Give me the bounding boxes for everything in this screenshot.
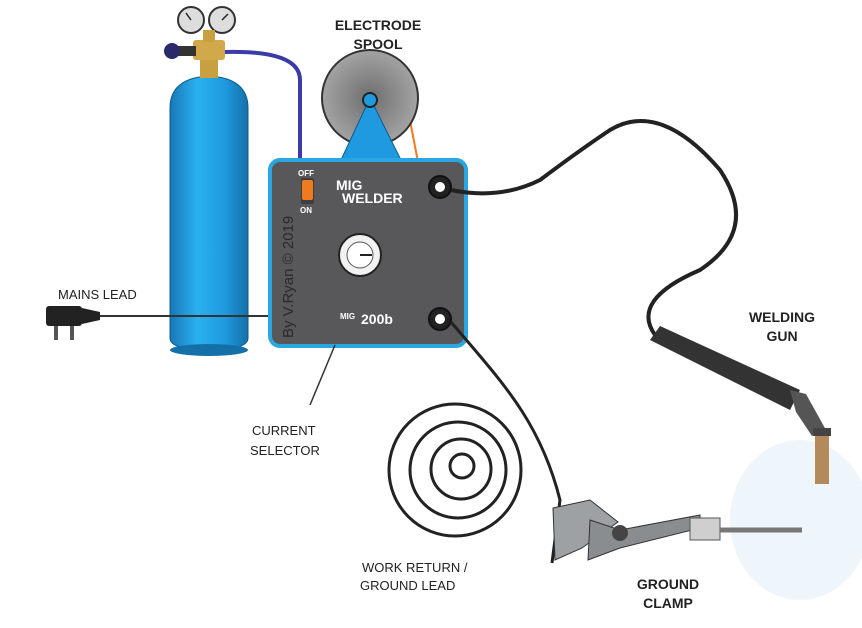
mains-lead <box>46 306 276 340</box>
welder-title-2: WELDER <box>342 190 403 206</box>
label-welding-gun-2: GUN <box>766 328 797 344</box>
power-switch[interactable] <box>302 180 313 200</box>
mig-welder-unit <box>268 158 468 348</box>
label-current-selector-1: CURRENT <box>252 423 316 438</box>
switch-off-label: OFF <box>298 169 314 178</box>
gun-nozzle <box>815 432 829 484</box>
ground-lead-coil <box>387 402 523 538</box>
label-work-return-1: WORK RETURN / <box>362 560 468 575</box>
label-electrode-spool-1: ELECTRODE <box>335 17 421 33</box>
label-current-selector-2: SELECTOR <box>250 443 320 458</box>
gas-cylinder <box>169 75 249 356</box>
ground-clamp <box>552 499 802 561</box>
label-ground-clamp-2: CLAMP <box>643 595 693 611</box>
background-shape <box>730 440 862 600</box>
welder-credit: By V.Ryan © 2019 <box>280 216 297 338</box>
gun-cable <box>450 119 738 337</box>
label-mains-lead: MAINS LEAD <box>58 287 137 302</box>
welder-title-1: MIG <box>336 177 363 193</box>
regulator-knob <box>164 43 180 59</box>
gas-hose <box>224 49 302 168</box>
gas-regulator <box>164 6 236 78</box>
welder-model-prefix: MIG <box>340 312 355 321</box>
electrode-spool <box>321 49 419 163</box>
ground-lead <box>449 321 562 564</box>
label-electrode-spool-2: SPOOL <box>353 36 402 52</box>
label-welding-gun-1: WELDING <box>749 309 815 325</box>
mains-plug <box>46 306 82 326</box>
switch-on-label: ON <box>300 206 312 215</box>
label-ground-clamp-1: GROUND <box>637 576 699 592</box>
current-selector-pointer <box>309 344 336 406</box>
label-work-return-2: GROUND LEAD <box>360 578 455 593</box>
welder-model-number: 200b <box>361 311 393 327</box>
welding-gun <box>650 326 831 484</box>
